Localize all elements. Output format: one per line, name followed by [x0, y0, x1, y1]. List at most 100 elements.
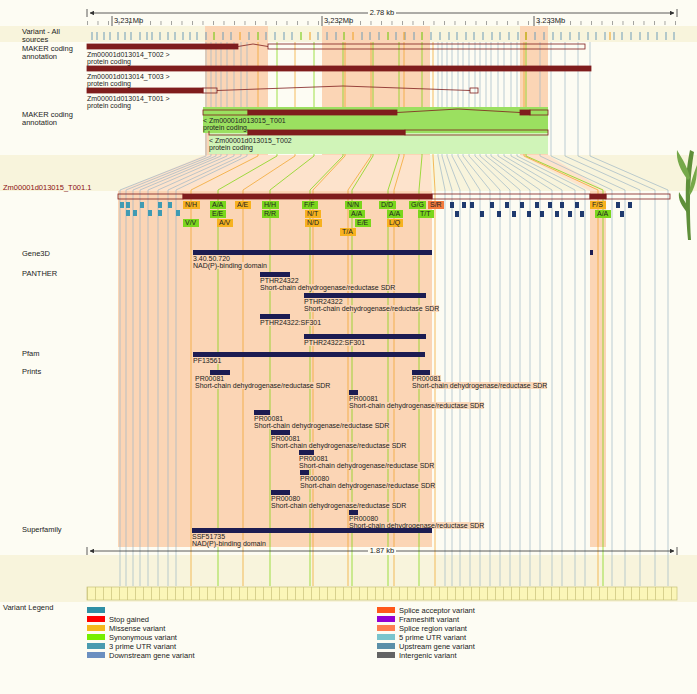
domain-bar [193, 352, 425, 357]
domain-feature: SSF51735NAD(P)-binding domain [192, 528, 432, 547]
track-label: Gene3D [22, 250, 50, 258]
gene-highlight [203, 107, 548, 133]
domain-description: NAD(P)-binding domain [192, 540, 266, 547]
legend-swatch [87, 607, 105, 613]
legend-swatch [377, 625, 395, 631]
legend-label: 5 prime UTR variant [399, 633, 466, 642]
domain-id: PR00081 [271, 435, 300, 442]
variant-box: A/A [387, 210, 403, 218]
legend-entry: Synonymous variant [87, 633, 177, 641]
variant-box: T/A [340, 228, 356, 236]
domain-feature: PR00080Short-chain dehydrogenase/reducta… [349, 510, 485, 529]
domain-description: Short-chain dehydrogenase/reductase SDR [299, 462, 434, 469]
gene-highlight [209, 133, 548, 154]
transcript-id: Zm00001d013014_T001 > [87, 95, 170, 102]
domain-description: Short-chain dehydrogenase/reductase SDR [304, 305, 439, 312]
variant-box: S/R [428, 201, 444, 209]
domain-id: PR00080 [271, 495, 300, 502]
legend-label: Missense variant [109, 624, 165, 633]
domain-feature: PR00081Short-chain dehydrogenase/reducta… [195, 370, 331, 389]
allele-change: A/V [217, 219, 232, 227]
legend-entry: Splice region variant [377, 624, 467, 632]
variant-box: H/H [262, 201, 279, 209]
variant-ticks [240, 32, 610, 40]
variant-ticks [92, 32, 674, 40]
track-label: MAKER coding annotation [22, 111, 84, 127]
allele-change: L/Q [387, 219, 402, 227]
legend-swatch [87, 616, 105, 622]
domain-id: PR00081 [195, 375, 224, 382]
legend-entry: Stop gained [87, 615, 149, 623]
legend-swatch [87, 652, 105, 658]
allele-change: S/R [428, 201, 444, 209]
legend-entry: Splice acceptor variant [377, 606, 475, 614]
utr-variant-markers [120, 202, 180, 216]
domain-feature: 3.40.50.720NAD(P)-binding domain [193, 250, 432, 269]
variant-ticks [214, 32, 526, 40]
domain-feature: PR00081Short-chain dehydrogenase/reducta… [299, 450, 435, 469]
allele-change: N/D [305, 219, 321, 227]
transcript-feature: < Zm00001d013015_T001protein coding [203, 117, 286, 131]
variant-position-lines [120, 42, 668, 586]
legend-label: Synonymous variant [109, 633, 177, 642]
transcript-id: < Zm00001d013015_T001 [203, 117, 286, 124]
domain-bar [590, 250, 593, 255]
domain-id: PTHR24322:SF301 [304, 339, 365, 346]
legend-title: Variant Legend [3, 604, 53, 612]
domain-feature: PR00080Short-chain dehydrogenase/reducta… [271, 490, 407, 509]
allele-change: F/S [590, 201, 605, 209]
legend-entry: Intergenic variant [377, 651, 457, 659]
variant-box: V/V [183, 219, 199, 227]
domain-feature: PR00081Short-chain dehydrogenase/reducta… [349, 390, 485, 409]
transcript-feature: < Zm00001d013015_T002protein coding [209, 137, 292, 151]
variant-box: N/N [345, 201, 362, 209]
transcript-feature: Zm00001d013014_T002 >protein coding [87, 51, 170, 65]
domain-description: Short-chain dehydrogenase/reductase SDR [254, 422, 389, 429]
variant-box: E/E [355, 219, 371, 227]
track-band [0, 555, 697, 602]
domain-id: SSF51735 [192, 533, 225, 540]
variant-box: G/G [409, 201, 426, 209]
legend-label: Splice acceptor variant [399, 606, 475, 615]
domain-feature: PR00080Short-chain dehydrogenase/reducta… [300, 470, 436, 489]
domain-description: NAD(P)-binding domain [193, 262, 267, 269]
biotype: protein coding [87, 102, 131, 109]
legend-label: Splice region variant [399, 624, 467, 633]
legend-entry: Upstream gene variant [377, 642, 475, 650]
track-label: Prints [22, 368, 41, 376]
variant-box: A/V [217, 219, 233, 227]
domain-description: Short-chain dehydrogenase/reductase SDR [412, 382, 547, 389]
scale-length: 1.87 kb [368, 547, 397, 555]
variant-box: N/T [305, 210, 321, 218]
domain-feature: PTHR24322:SF301 [260, 314, 322, 326]
domain-description: Short-chain dehydrogenase/reductase SDR [271, 442, 406, 449]
allele-change: E/E [355, 219, 370, 227]
domain-id: PR00080 [349, 515, 378, 522]
allele-change: A/A [349, 210, 364, 218]
allele-change: A/A [595, 210, 610, 218]
scale-length: 2.78 kb [368, 9, 397, 17]
domain-description: Short-chain dehydrogenase/reductase SDR [195, 382, 330, 389]
legend-entry: Missense variant [87, 624, 165, 632]
allele-change: A/E [235, 201, 250, 209]
domain-feature: PR00081Short-chain dehydrogenase/reducta… [271, 430, 407, 449]
transcript-models [203, 109, 548, 135]
track-label: Variant - All sources [22, 28, 84, 44]
legend-entry: Downstream gene variant [87, 651, 194, 659]
allele-change: T/A [340, 228, 355, 236]
transcript-id: < Zm00001d013015_T002 [209, 137, 292, 144]
domain-description: Short-chain dehydrogenase/reductase SDR [300, 482, 435, 489]
variant-box: D/D [379, 201, 396, 209]
legend-swatch [87, 634, 105, 640]
allele-change: D/D [379, 201, 395, 209]
coordinate-label: 3.231Mb [114, 17, 143, 25]
biotype: protein coding [87, 58, 131, 65]
domain-bar [192, 528, 432, 533]
domain-feature: PF13561 [193, 352, 425, 364]
domain-id: PR00080 [300, 475, 329, 482]
plant-icon [677, 150, 697, 240]
legend-swatch [377, 616, 395, 622]
legend-swatch [87, 643, 105, 649]
allele-change: N/H [183, 201, 199, 209]
legend-label: Stop gained [109, 615, 149, 624]
